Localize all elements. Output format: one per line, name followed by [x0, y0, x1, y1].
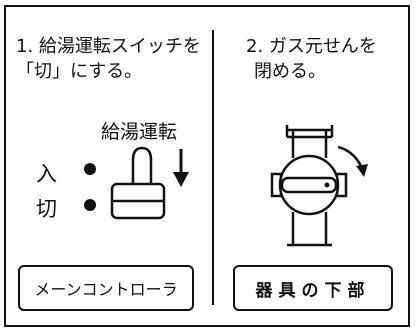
main-controller-label: メーンコントローラ	[18, 265, 194, 311]
rotate-arrow-icon	[337, 145, 368, 177]
step-1-line-1: 1. 給湯運転スイッチを	[16, 36, 201, 57]
on-label: 入	[36, 162, 57, 186]
arrow-down-icon	[173, 149, 189, 187]
gas-valve-icon	[270, 125, 348, 247]
switch-title: 給湯運転	[101, 121, 178, 143]
on-indicator-dot	[84, 163, 96, 175]
panel-divider	[212, 30, 214, 305]
step-2-line-2: 閉める。	[254, 61, 326, 82]
step-2-instruction: 2. ガス元せんを 閉める。	[246, 34, 377, 84]
step-1-line-2: 「切」にする。	[16, 61, 143, 82]
instruction-panel	[4, 5, 410, 327]
step-2-line-1: 2. ガス元せんを	[246, 36, 377, 57]
step-1-instruction: 1. 給湯運転スイッチを 「切」にする。	[16, 34, 201, 84]
off-label: 切	[36, 197, 57, 221]
appliance-bottom-label: 器具の下部	[233, 265, 393, 311]
toggle-switch-icon	[110, 146, 166, 220]
off-indicator-dot	[84, 199, 96, 211]
